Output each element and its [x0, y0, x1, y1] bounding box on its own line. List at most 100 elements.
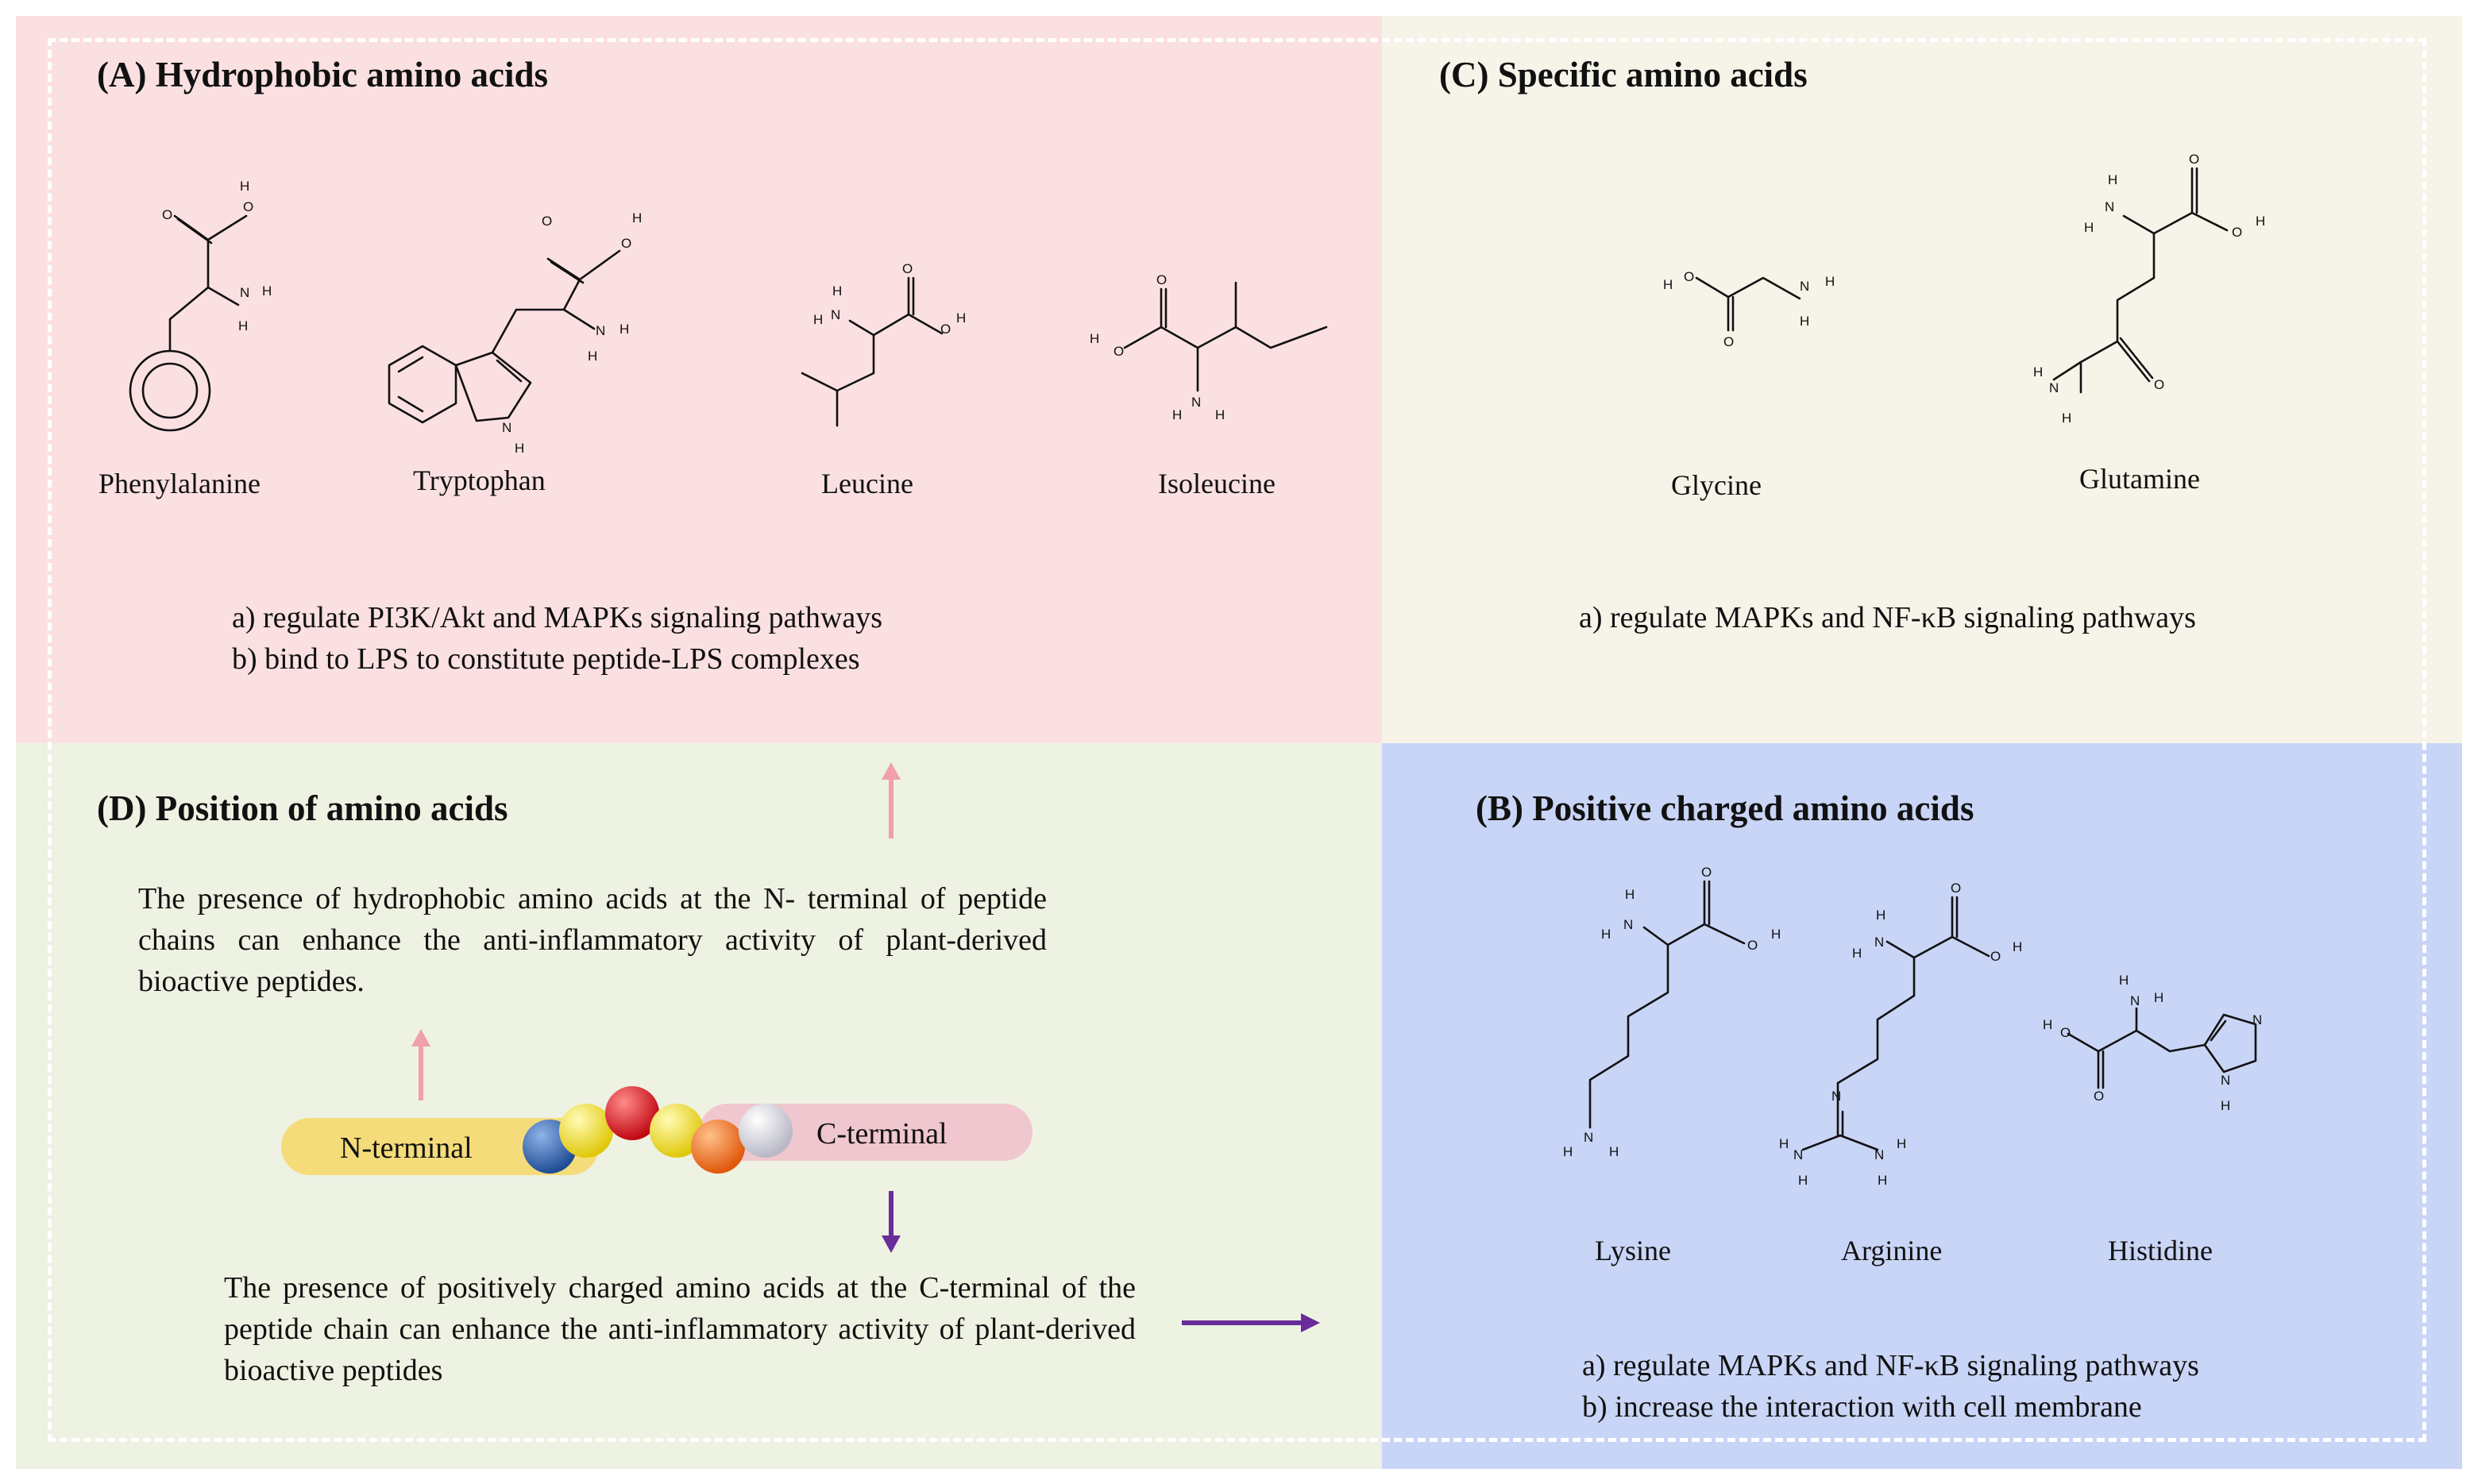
atom-h: H — [1897, 1136, 1906, 1151]
atom-h: H — [2084, 220, 2094, 235]
atom-h: H — [2256, 214, 2265, 229]
atom-o: O — [902, 261, 913, 276]
atom-h: H — [1215, 407, 1225, 422]
amino-acid-bead-3 — [605, 1086, 659, 1140]
atom-h: H — [2154, 990, 2163, 1005]
molecule-name-tryptophan: Tryptophan — [413, 464, 546, 496]
atom-o: O — [1113, 344, 1124, 359]
atom-h: H — [1779, 1136, 1789, 1151]
panel-b-title: (B) Positive charged amino acids — [1476, 788, 1974, 828]
atom-o: O — [1701, 865, 1712, 880]
panel-b-effect-b: b) increase the interaction with cell me… — [1582, 1390, 2142, 1424]
amino-acid-bead-4 — [650, 1104, 704, 1158]
molecule-name-glycine: Glycine — [1671, 469, 1762, 501]
atom-h: H — [2221, 1098, 2230, 1113]
amino-acid-bead-2 — [559, 1104, 613, 1158]
atom-h: H — [1172, 407, 1182, 422]
panel-d-background — [16, 743, 1382, 1469]
atom-h: H — [1800, 314, 1809, 329]
panel-a-effect-b: b) bind to LPS to constitute peptide-LPS… — [232, 642, 860, 676]
atom-h: H — [515, 441, 524, 456]
atom-h: H — [1625, 887, 1635, 902]
atom-h: H — [2013, 939, 2022, 954]
molecule-structure-icon: O O H N H H N N H H N H H — [1779, 881, 2022, 1188]
c-terminal-description: The presence of positively charged amino… — [224, 1271, 1136, 1387]
atom-n: N — [2049, 380, 2059, 395]
atom-h: H — [2062, 411, 2071, 426]
atom-h: H — [956, 310, 966, 326]
panel-c-title: (C) Specific amino acids — [1439, 55, 1808, 94]
panel-a-title: (A) Hydrophobic amino acids — [97, 55, 548, 94]
atom-h: H — [1798, 1173, 1808, 1188]
atom-n: N — [1874, 935, 1884, 950]
arrow-right-icon — [1182, 1313, 1320, 1332]
atom-o: O — [1990, 949, 2001, 964]
molecule-structure-icon: O O H N H H — [129, 179, 272, 432]
atom-o: O — [162, 207, 172, 222]
amino-acid-bead-5 — [691, 1120, 745, 1174]
atom-o: O — [2060, 1025, 2071, 1040]
panel-a-background — [16, 16, 1382, 743]
molecule-name-lysine: Lysine — [1595, 1235, 1671, 1266]
molecule-structure-icon: O O H N H H — [801, 261, 966, 427]
atom-n: N — [1874, 1147, 1884, 1162]
molecule-structure-icon: O O H N H H — [1090, 272, 1328, 422]
atom-h: H — [240, 179, 249, 194]
atom-h: H — [813, 312, 823, 327]
atom-h: H — [2108, 172, 2117, 187]
atom-n: N — [502, 420, 511, 435]
panel-a-effect-a: a) regulate PI3K/Akt and MAPKs signaling… — [232, 601, 882, 634]
atom-h: H — [588, 349, 597, 364]
atom-n: N — [2221, 1073, 2230, 1088]
atom-o: O — [2232, 225, 2242, 240]
molecule-structure-icon: O H O N H H — [1663, 269, 1835, 349]
amino-acid-bead-6 — [739, 1104, 793, 1158]
atom-o: O — [621, 236, 631, 251]
atom-o: O — [1723, 334, 1734, 349]
atom-o: O — [1156, 272, 1167, 287]
panel-b-background — [1382, 743, 2462, 1469]
molecule-name-histidine: Histidine — [2108, 1235, 2213, 1266]
panel-c-effect-a: a) regulate MAPKs and NF-κB signaling pa… — [1579, 601, 2196, 634]
atom-h: H — [1663, 277, 1673, 292]
atom-h: H — [1771, 927, 1781, 942]
arrow-up-icon — [411, 1029, 430, 1100]
atom-h: H — [619, 322, 629, 337]
atom-n: N — [831, 307, 840, 322]
atom-n: N — [596, 323, 605, 338]
atom-h: H — [632, 210, 642, 225]
atom-h: H — [1601, 927, 1611, 942]
n-terminal-description: The presence of hydrophobic amino acids … — [138, 882, 1047, 998]
atom-n: N — [2105, 199, 2114, 214]
atom-o: O — [1951, 881, 1961, 896]
atom-h: H — [832, 283, 842, 299]
molecule-structure-icon: O O H N H H N H H — [1563, 865, 1781, 1159]
atom-h: H — [1878, 1173, 1887, 1188]
atom-h: H — [262, 283, 272, 299]
atom-n: N — [1191, 395, 1201, 410]
c-terminal-label: C-terminal — [816, 1117, 948, 1151]
atom-o: O — [243, 199, 253, 214]
atom-h: H — [1825, 274, 1835, 289]
atom-o: O — [2094, 1089, 2104, 1104]
panel-b-effect-a: a) regulate MAPKs and NF-κB signaling pa… — [1582, 1349, 2199, 1382]
atom-n: N — [1831, 1089, 1841, 1104]
atom-n: N — [1623, 917, 1633, 932]
atom-n: N — [1800, 279, 1809, 294]
panel-c-background — [1382, 16, 2462, 743]
atom-o: O — [1684, 269, 1694, 284]
molecule-name-leucine: Leucine — [821, 468, 913, 499]
arrow-up-icon — [882, 762, 901, 838]
atom-n: N — [240, 285, 249, 300]
atom-n: N — [2252, 1012, 2262, 1027]
molecule-name-phenylalanine: Phenylalanine — [98, 468, 261, 499]
atom-h: H — [1876, 908, 1885, 923]
molecule-structure-icon: O H O N H H N N H — [2043, 973, 2262, 1113]
atom-n: N — [2130, 993, 2140, 1008]
atom-h: H — [2119, 973, 2129, 988]
n-terminal-label: N-terminal — [340, 1131, 473, 1165]
